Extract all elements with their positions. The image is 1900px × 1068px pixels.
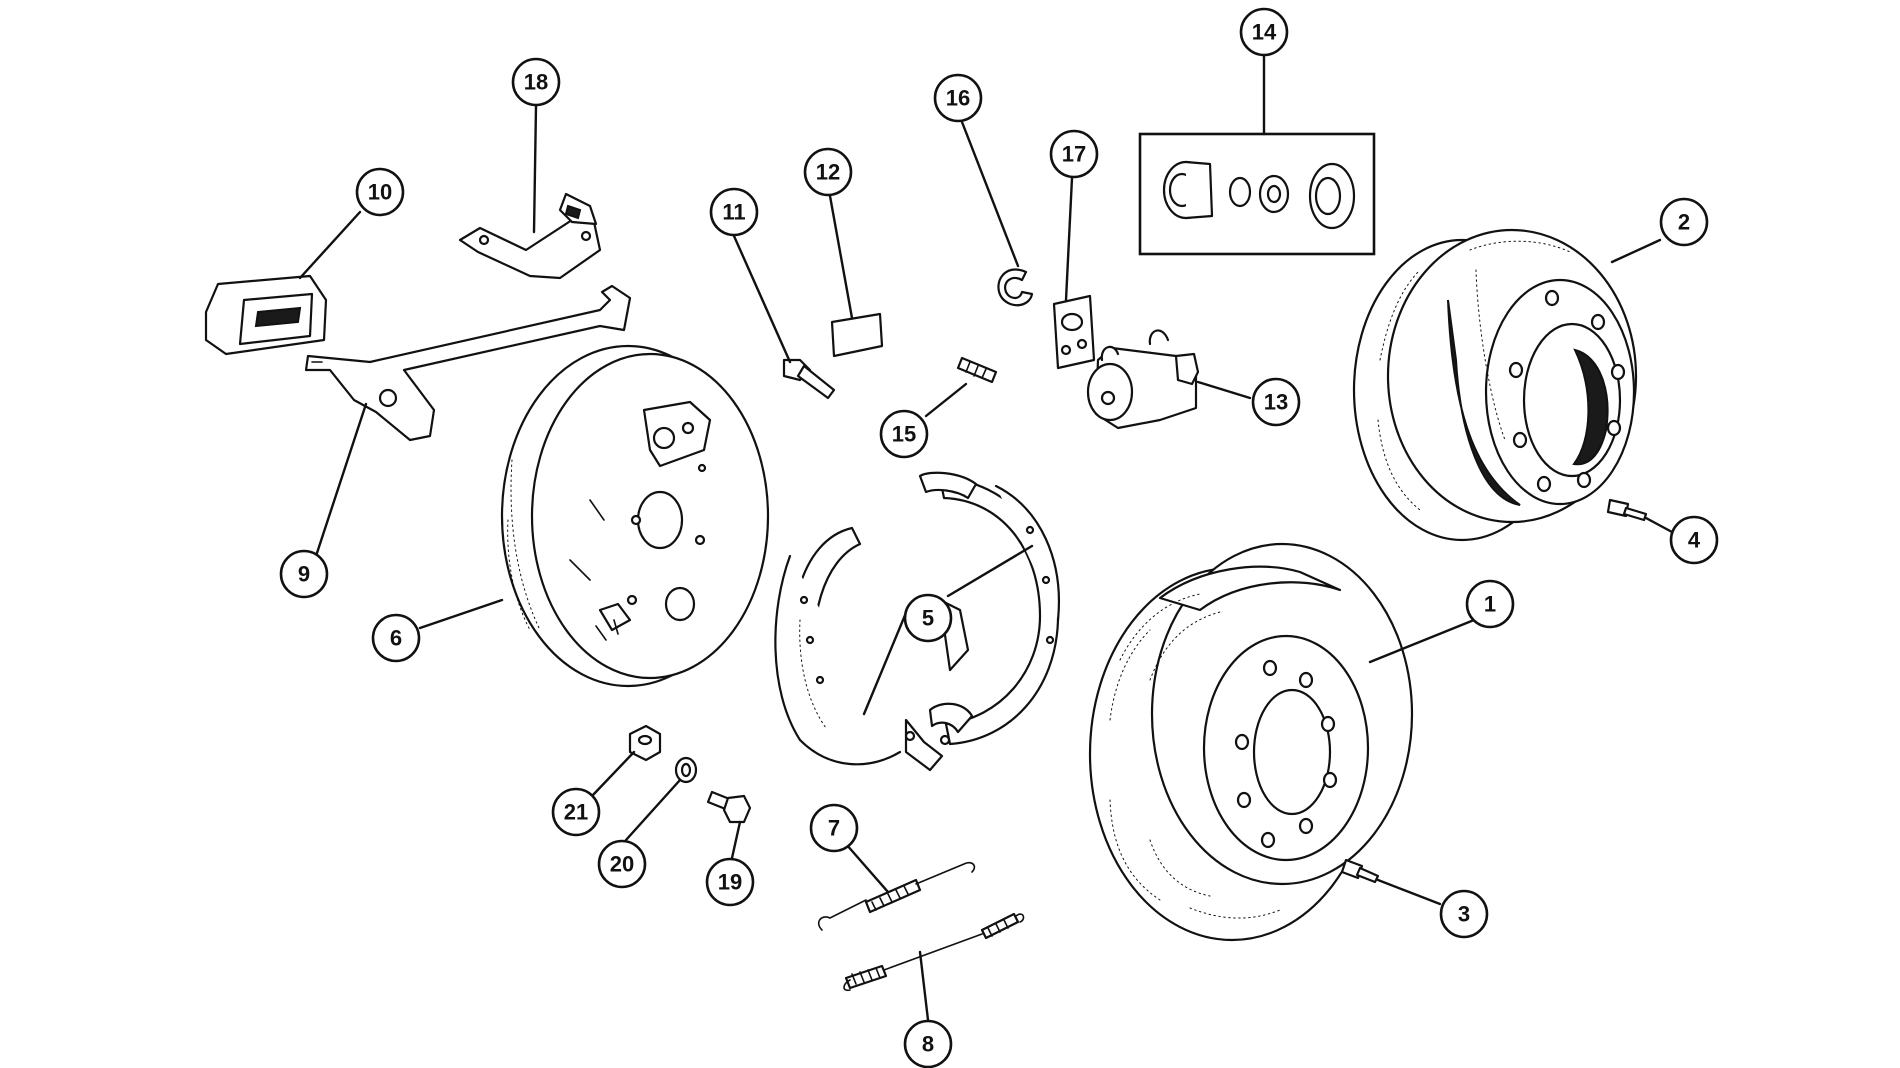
callout-11: 11 bbox=[709, 187, 759, 237]
brake-disc-part-2 bbox=[1352, 228, 1638, 542]
svg-text:3: 3 bbox=[1458, 902, 1470, 927]
nut-part-21 bbox=[628, 724, 662, 762]
callout-4: 4 bbox=[1669, 515, 1719, 565]
leader-10 bbox=[298, 210, 362, 280]
seal-kit-part-14 bbox=[1138, 132, 1376, 256]
svg-text:17: 17 bbox=[1062, 142, 1086, 167]
callout-13: 13 bbox=[1251, 377, 1301, 427]
callout-12: 12 bbox=[803, 147, 853, 197]
callout-9: 9 bbox=[279, 549, 329, 599]
callout-6: 6 bbox=[371, 613, 421, 663]
svg-text:2: 2 bbox=[1678, 210, 1690, 235]
callout-1: 1 bbox=[1465, 579, 1515, 629]
callout-17: 17 bbox=[1049, 129, 1099, 179]
leader-20 bbox=[624, 778, 682, 842]
callout-14: 14 bbox=[1239, 7, 1289, 57]
handbrake-lever-part-9 bbox=[304, 284, 632, 442]
leader-1 bbox=[1368, 618, 1476, 664]
svg-text:14: 14 bbox=[1252, 20, 1277, 45]
gasket-part-17 bbox=[1052, 294, 1096, 370]
leader-lines bbox=[298, 54, 1674, 1022]
backing-plate-part-6 bbox=[500, 344, 770, 688]
svg-text:21: 21 bbox=[564, 800, 588, 825]
callout-7: 7 bbox=[809, 803, 859, 853]
leader-7 bbox=[844, 842, 890, 894]
callout-10: 10 bbox=[355, 167, 405, 217]
svg-text:18: 18 bbox=[524, 70, 548, 95]
svg-text:16: 16 bbox=[946, 86, 970, 111]
leader-13 bbox=[1196, 380, 1252, 400]
leader-8 bbox=[918, 950, 930, 1022]
leader-9 bbox=[314, 402, 368, 558]
leader-4 bbox=[1644, 516, 1674, 534]
callout-8: 8 bbox=[903, 1019, 953, 1068]
callout-3: 3 bbox=[1439, 889, 1489, 939]
circlip-part-16 bbox=[997, 268, 1034, 307]
leader-18 bbox=[532, 104, 538, 234]
svg-text:6: 6 bbox=[390, 626, 402, 651]
retaining-bracket-part-18 bbox=[458, 192, 602, 280]
svg-text:4: 4 bbox=[1688, 528, 1701, 553]
callout-19: 19 bbox=[705, 857, 755, 907]
svg-text:11: 11 bbox=[722, 200, 745, 225]
callout-21: 21 bbox=[551, 787, 601, 837]
callout-16: 16 bbox=[933, 73, 983, 123]
callout-20: 20 bbox=[597, 839, 647, 889]
leader-16 bbox=[960, 120, 1020, 268]
callout-15: 15 bbox=[879, 409, 929, 459]
handbrake-boot-part-10 bbox=[204, 274, 328, 356]
svg-text:19: 19 bbox=[718, 870, 742, 895]
leader-21 bbox=[590, 750, 636, 798]
callout-18: 18 bbox=[511, 57, 561, 107]
leader-6 bbox=[418, 598, 504, 630]
leader-2 bbox=[1610, 238, 1662, 264]
return-spring-part-7 bbox=[817, 861, 976, 931]
dust-cap-part-12 bbox=[830, 312, 884, 358]
svg-text:10: 10 bbox=[368, 180, 392, 205]
svg-text:12: 12 bbox=[816, 160, 840, 185]
svg-text:5: 5 bbox=[922, 606, 934, 631]
stud-part-15 bbox=[956, 356, 998, 384]
svg-text:1: 1 bbox=[1484, 592, 1496, 617]
brake-shoes-part-5 bbox=[774, 471, 1060, 772]
brake-drum-part-1 bbox=[1088, 542, 1414, 942]
svg-text:7: 7 bbox=[828, 816, 840, 841]
leader-5a bbox=[862, 606, 910, 716]
callouts: 1 2 3 4 5 6 7 8 bbox=[279, 7, 1719, 1068]
wheel-cylinder-part-13 bbox=[1086, 329, 1200, 430]
return-spring-part-8 bbox=[843, 912, 1025, 992]
leader-5b bbox=[946, 544, 1034, 598]
leader-15 bbox=[924, 382, 968, 418]
drum-screw-part-3 bbox=[1340, 858, 1380, 884]
svg-text:13: 13 bbox=[1264, 390, 1288, 415]
svg-text:15: 15 bbox=[892, 422, 916, 447]
spring-washer-part-20 bbox=[674, 756, 698, 784]
disc-stud-holes bbox=[1508, 289, 1626, 493]
leader-19 bbox=[730, 820, 742, 860]
leader-11 bbox=[732, 234, 792, 364]
leader-3 bbox=[1376, 878, 1442, 906]
svg-text:20: 20 bbox=[610, 852, 634, 877]
disc-screw-part-4 bbox=[1606, 498, 1648, 522]
callout-2: 2 bbox=[1659, 197, 1709, 247]
callout-5: 5 bbox=[903, 593, 953, 643]
svg-text:9: 9 bbox=[298, 562, 310, 587]
leader-17 bbox=[1064, 176, 1074, 302]
bolt-part-19 bbox=[706, 790, 752, 824]
drum-stud-holes bbox=[1234, 659, 1338, 849]
svg-text:8: 8 bbox=[922, 1032, 934, 1057]
leader-12 bbox=[828, 194, 854, 320]
bleed-screw-part-11 bbox=[782, 358, 836, 400]
